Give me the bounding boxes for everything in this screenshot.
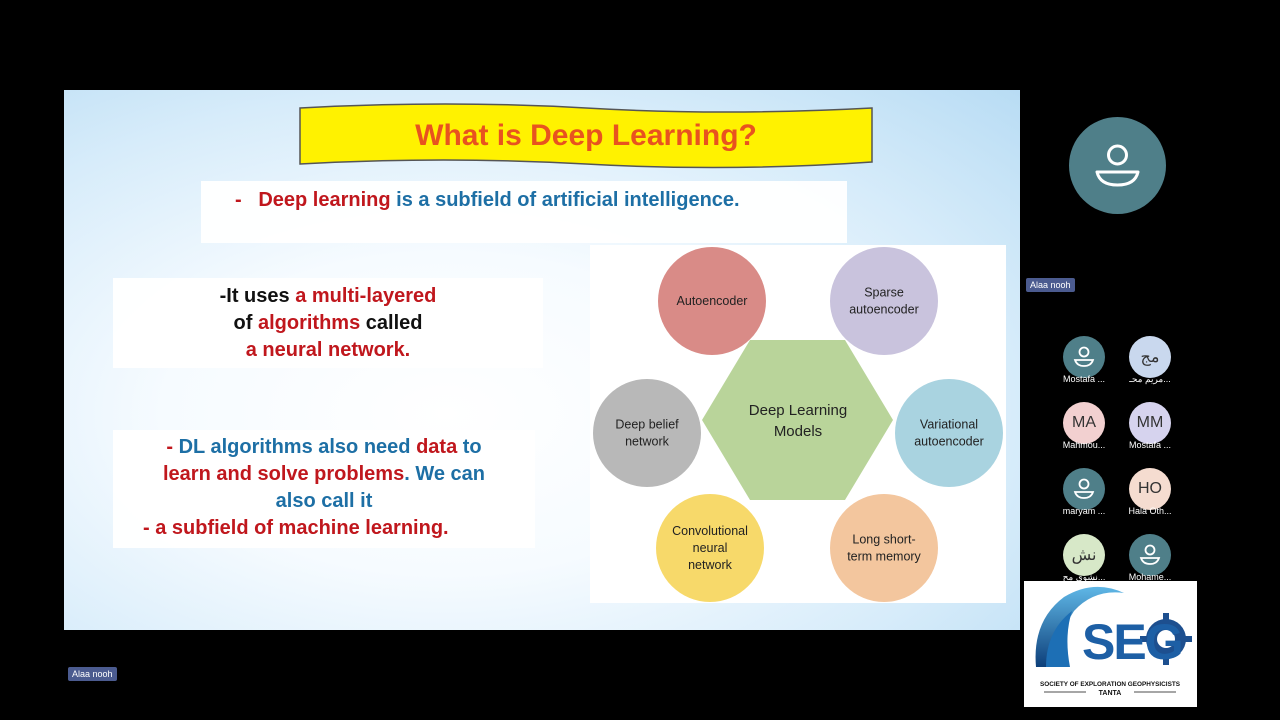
participant-name: Mohame... bbox=[1128, 572, 1172, 582]
logo-letters: SEG bbox=[1082, 614, 1182, 670]
text-subfield-ml: a subfield of machine learning. bbox=[155, 517, 449, 539]
participant-avatar[interactable]: MM bbox=[1129, 402, 1171, 444]
hexagon-center bbox=[702, 340, 893, 500]
gear-icon bbox=[1140, 613, 1192, 665]
participant-avatar[interactable] bbox=[1129, 534, 1171, 576]
model-node: Autoencoder bbox=[658, 247, 766, 355]
term-deep-learning: Deep learning bbox=[258, 189, 391, 211]
text-also-call: also call it bbox=[275, 490, 373, 512]
participant-avatar[interactable]: HO bbox=[1129, 468, 1171, 510]
dl-algorithms-block: - DL algorithms also need data to learn … bbox=[113, 430, 535, 548]
text-we-can: . We can bbox=[404, 463, 485, 485]
person-icon bbox=[1073, 478, 1095, 499]
title-banner: What is Deep Learning? bbox=[298, 102, 874, 170]
definition-text: is a subfield of artificial intelligence… bbox=[390, 189, 740, 211]
text-neural-network: a neural network. bbox=[245, 339, 411, 361]
model-node: Long short-term memory bbox=[830, 494, 938, 602]
participant-name: Mostafa ... bbox=[1062, 374, 1106, 384]
logo-line2: TANTA bbox=[1099, 690, 1122, 697]
person-icon bbox=[1139, 544, 1161, 565]
person-icon bbox=[1073, 346, 1095, 367]
participant-name: مريم محـ... bbox=[1129, 374, 1171, 384]
person-icon bbox=[1095, 144, 1140, 187]
multi-layered-block: -It uses a multi-layered of algorithms c… bbox=[113, 278, 543, 368]
seg-tanta-logo: SEG SOCIETY OF EXPLORATION GEOPHYSICISTS… bbox=[1024, 581, 1197, 707]
text-algorithms: algorithms bbox=[257, 312, 361, 334]
participant-name: Mostafa ... bbox=[1128, 440, 1172, 450]
text-of: of bbox=[233, 312, 258, 334]
text-data: data bbox=[416, 436, 458, 458]
text-learn-solve: learn and solve problems bbox=[163, 463, 405, 485]
participant-name: Mahmou... bbox=[1062, 440, 1106, 450]
participant-name: Hala Oth... bbox=[1128, 506, 1172, 516]
slide-title: What is Deep Learning? bbox=[415, 119, 757, 152]
text-called: called bbox=[360, 312, 423, 334]
participant-avatar[interactable]: MA bbox=[1063, 402, 1105, 444]
text-it-uses: -It uses bbox=[219, 285, 296, 307]
presentation-slide: What is Deep Learning? - Deep learning i… bbox=[64, 90, 1020, 630]
participant-name: maryam ... bbox=[1062, 506, 1106, 516]
participant-avatar[interactable]: مج bbox=[1129, 336, 1171, 378]
participant-avatar[interactable]: نش bbox=[1063, 534, 1105, 576]
participant-avatar[interactable] bbox=[1063, 336, 1105, 378]
presenter-name-tag: Alaa nooh bbox=[68, 667, 117, 681]
text-dl-algorithms: DL algorithms also need bbox=[178, 436, 417, 458]
svg-text:Long short-term memory: Long short-term memory bbox=[847, 533, 921, 564]
dash: - bbox=[143, 517, 156, 539]
svg-text:Autoencoder: Autoencoder bbox=[677, 294, 748, 308]
dash: - bbox=[235, 189, 242, 211]
logo-line1: SOCIETY OF EXPLORATION GEOPHYSICISTS bbox=[1040, 681, 1181, 688]
participant-name: نشوى مح... bbox=[1062, 572, 1106, 582]
speaker-name-tag: Alaa nooh bbox=[1026, 278, 1075, 292]
text-multi-layered: a multi-layered bbox=[295, 285, 437, 307]
participant-avatar[interactable] bbox=[1063, 468, 1105, 510]
dash: - bbox=[166, 436, 179, 458]
speaker-avatar[interactable] bbox=[1069, 117, 1166, 214]
bullet-deep-learning: - Deep learning is a subfield of artific… bbox=[201, 181, 847, 243]
text-to: to bbox=[457, 436, 482, 458]
